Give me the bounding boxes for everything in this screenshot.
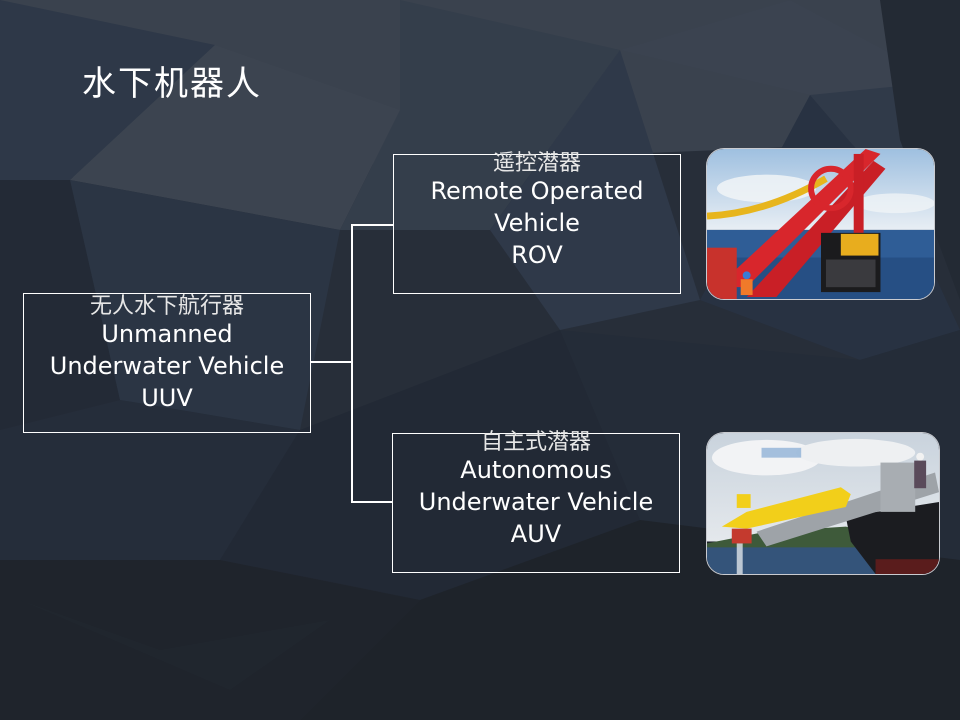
rov-chinese-label: 遥控潜器 <box>492 151 581 176</box>
rov-node: 遥控潜器 Remote Operated Vehicle ROV <box>393 151 681 294</box>
uuv-node: 无人水下航行器 Unmanned Underwater Vehicle UUV <box>23 293 311 433</box>
auv-node: 自主式潜器 Autonomous Underwater Vehicle AUV <box>392 430 680 573</box>
auv-english-line1: Autonomous <box>460 456 612 484</box>
uuv-english-line2: Underwater Vehicle <box>49 352 285 380</box>
rov-english-line1: Remote Operated <box>430 177 644 205</box>
connector-root-horizontal <box>310 361 353 363</box>
uuv-chinese-label: 无人水下航行器 <box>89 294 244 319</box>
auv-abbreviation: AUV <box>510 520 562 548</box>
connector-vertical <box>351 224 353 502</box>
connector-auv-horizontal <box>351 501 393 503</box>
rov-abbreviation: ROV <box>511 241 563 269</box>
connector-rov-horizontal <box>351 224 394 226</box>
rov-launch-photo <box>706 148 935 300</box>
slide-title: 水下机器人 <box>82 64 262 104</box>
rov-english-line2: Vehicle <box>494 209 580 237</box>
uuv-abbreviation: UUV <box>141 384 193 412</box>
auv-english-line2: Underwater Vehicle <box>418 488 654 516</box>
uuv-english-line1: Unmanned <box>101 320 233 348</box>
auv-launch-photo <box>706 432 940 575</box>
auv-chinese-label: 自主式潜器 <box>480 430 591 455</box>
